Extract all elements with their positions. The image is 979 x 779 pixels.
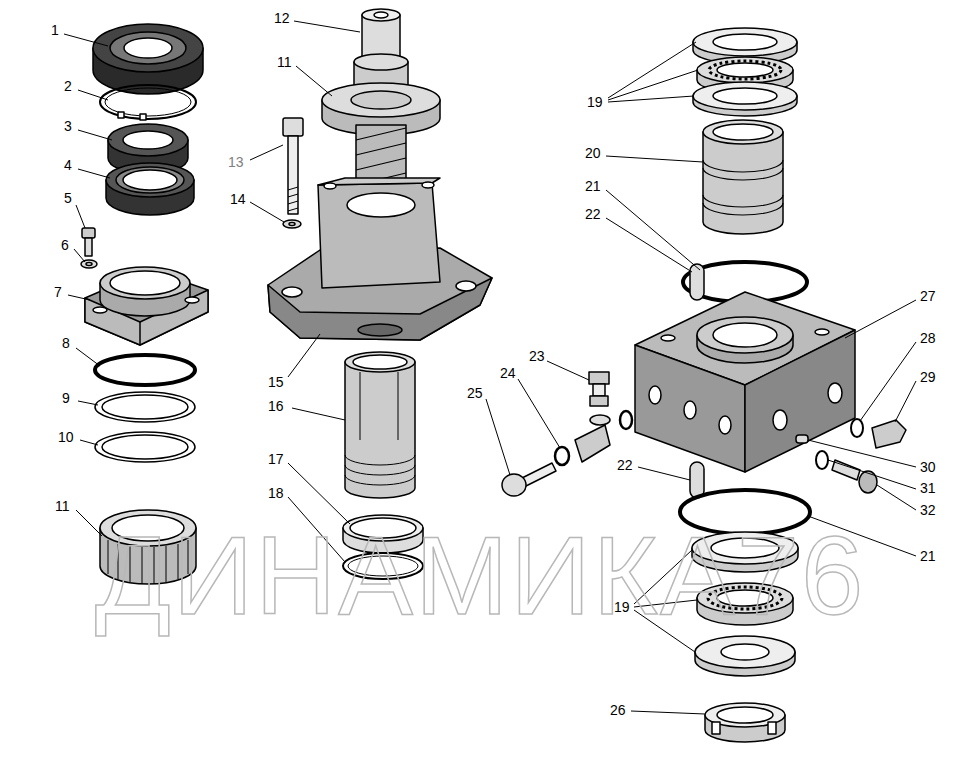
callout-number: 19 <box>585 94 605 110</box>
callout-number: 1 <box>49 22 61 38</box>
callout-number: 10 <box>56 429 76 445</box>
watermark: ДИНАМИКА76 <box>95 520 865 632</box>
callout-number: 22 <box>615 457 635 473</box>
callout-number: 20 <box>583 145 603 161</box>
callout-number: 13 <box>226 154 246 170</box>
callout-number: 6 <box>59 237 71 253</box>
callout-number: 31 <box>918 480 938 496</box>
callout-number: 32 <box>918 502 938 518</box>
callout-number: 24 <box>498 365 518 381</box>
callout-number: 25 <box>465 385 485 401</box>
callout-number: 4 <box>62 157 74 173</box>
callout-number: 16 <box>266 398 286 414</box>
callout-number: 15 <box>266 374 286 390</box>
callout-number: 18 <box>266 485 286 501</box>
callout-number: 26 <box>608 702 628 718</box>
callout-number: 8 <box>60 335 72 351</box>
callout-number: 22 <box>583 206 603 222</box>
leader-lines <box>64 21 916 714</box>
callout-number: 12 <box>272 10 292 26</box>
callout-number: 23 <box>527 348 547 364</box>
callout-number: 11 <box>275 54 294 70</box>
callout-number: 29 <box>918 369 938 385</box>
callout-number: 30 <box>918 459 938 475</box>
callout-number: 11 <box>53 498 72 514</box>
callout-number: 7 <box>52 284 64 300</box>
callout-number: 5 <box>62 190 74 206</box>
callout-number: 3 <box>62 118 74 134</box>
callout-number: 21 <box>583 178 603 194</box>
callout-number: 2 <box>62 78 74 94</box>
callout-number: 28 <box>918 330 938 346</box>
callout-number: 17 <box>266 451 286 467</box>
callout-number: 9 <box>60 390 72 406</box>
callout-number: 14 <box>228 191 248 207</box>
callout-number: 21 <box>918 548 938 564</box>
callout-number: 27 <box>918 288 938 304</box>
